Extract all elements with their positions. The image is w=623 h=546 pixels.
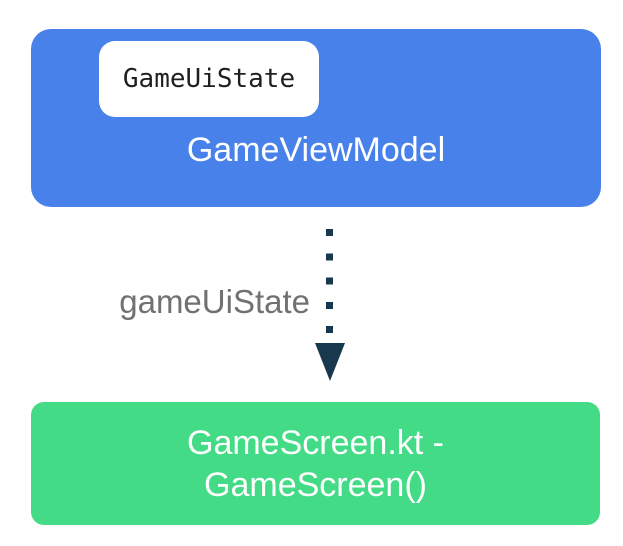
viewmodel-box: GameUiState GameViewModel: [31, 29, 601, 207]
gamescreen-box: GameScreen.kt - GameScreen(): [31, 402, 600, 525]
gameuistate-badge-label: GameUiState: [122, 64, 296, 94]
arrow-down-icon: [315, 343, 345, 381]
arrow-label: gameUiState: [119, 283, 310, 320]
dotted-line: [326, 229, 333, 334]
gamescreen-title-line1: GameScreen.kt -: [187, 423, 444, 462]
gamescreen-title-line2: GameScreen(): [204, 465, 427, 504]
viewmodel-title: GameViewModel: [186, 131, 446, 169]
gameuistate-badge: GameUiState: [99, 41, 319, 117]
